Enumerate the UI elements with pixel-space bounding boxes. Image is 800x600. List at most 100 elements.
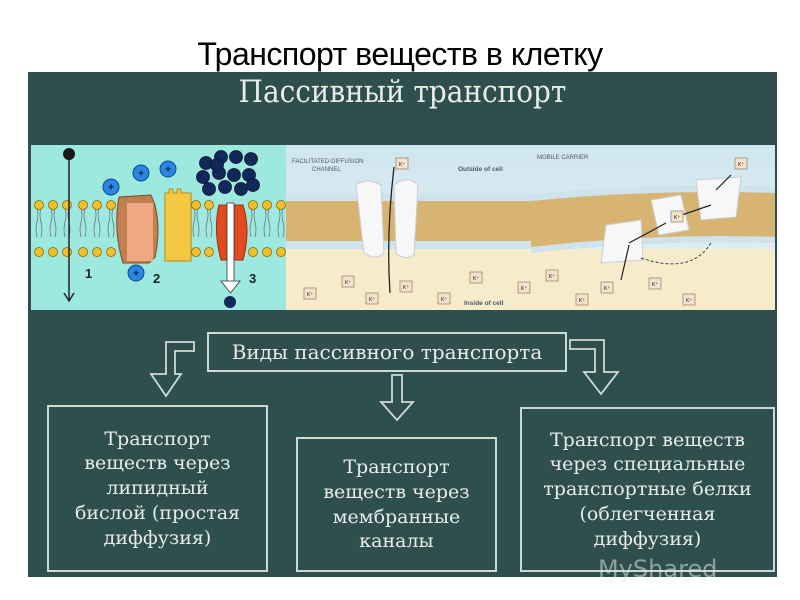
potassium-ion xyxy=(399,280,413,293)
lipid-head xyxy=(204,200,214,210)
mobile-carrier-illustration: MOBILE CARRIER K⁺ K⁺ K⁺ K⁺ K⁺ K⁺ K⁺ xyxy=(531,145,775,310)
svg-text:K⁺: K⁺ xyxy=(369,296,376,303)
carrier-protein-front xyxy=(127,203,153,261)
lipid-head xyxy=(106,200,116,210)
membrane-illustrations-svg: + + + + 1 2 3 xyxy=(31,145,775,310)
molecule xyxy=(244,152,258,166)
svg-text:K⁺: K⁺ xyxy=(579,297,586,304)
label-1: 1 xyxy=(85,266,92,281)
svg-text:K⁺: K⁺ xyxy=(674,214,681,221)
molecule-dot xyxy=(224,296,236,308)
potassium-ion xyxy=(469,271,483,284)
svg-text:K⁺: K⁺ xyxy=(686,297,693,304)
potassium-ion xyxy=(670,210,684,223)
molecule-cluster xyxy=(196,150,260,196)
simple-diffusion-box: Транспорт веществ через липидный бислой … xyxy=(47,405,268,572)
ion-sign: + xyxy=(133,269,139,280)
lipid-head xyxy=(48,247,58,257)
branch-label-facilitated: Транспорт веществ через специальные тран… xyxy=(543,428,752,550)
svg-text:K⁺: K⁺ xyxy=(652,281,659,288)
branch-label-simple-diffusion: Транспорт веществ через липидный бислой … xyxy=(74,427,241,549)
lipid-head xyxy=(34,200,44,210)
lipid-head xyxy=(262,200,272,210)
molecule xyxy=(227,168,241,182)
branch-label-channels: Транспорт веществ через мембранные канал… xyxy=(323,456,470,553)
arrow-right-icon xyxy=(569,339,620,396)
potassium-ion xyxy=(437,292,451,305)
molecule xyxy=(246,178,260,192)
channel-caption: FACILITATED-DIFFUSION xyxy=(292,159,363,165)
watermark: MyShared xyxy=(598,555,718,583)
carrier-caption: MOBILE CARRIER xyxy=(537,155,589,161)
membrane-channels-box: Транспорт веществ через мембранные канал… xyxy=(296,437,497,572)
potassium-ion xyxy=(682,293,696,306)
lipid-head xyxy=(204,247,214,257)
lipid-head xyxy=(92,200,102,210)
svg-text:K⁺: K⁺ xyxy=(441,296,448,303)
molecule xyxy=(202,182,216,196)
lipid-head xyxy=(276,200,286,210)
lipid-head xyxy=(248,200,258,210)
positive-ion xyxy=(159,160,177,178)
potassium-ion xyxy=(341,275,355,288)
membrane-illustrations: + + + + 1 2 3 xyxy=(31,145,775,310)
lipid-bilayer xyxy=(34,200,286,257)
slide-title: Транспорт веществ в клетку xyxy=(197,36,603,72)
molecule xyxy=(218,180,232,194)
svg-text:K⁺: K⁺ xyxy=(399,161,406,168)
ion-sign: + xyxy=(165,165,171,176)
label-3: 3 xyxy=(249,271,256,286)
molecule xyxy=(210,158,224,172)
content-panel: Пассивный транспорт xyxy=(28,72,777,577)
panel-heading: Пассивный транспорт xyxy=(238,74,567,110)
potassium-ion xyxy=(545,269,559,282)
lipid-head xyxy=(106,247,116,257)
svg-text:K⁺: K⁺ xyxy=(521,285,528,292)
svg-text:K⁺: K⁺ xyxy=(549,273,556,280)
simple-diffusion-illustration: + + + + 1 2 3 xyxy=(31,145,286,310)
ion-group: + + + + xyxy=(102,160,177,282)
lipid-head xyxy=(92,247,102,257)
flow-arrows xyxy=(149,339,620,422)
lipid-head xyxy=(78,200,88,210)
lipid-head xyxy=(262,247,272,257)
svg-text:K⁺: K⁺ xyxy=(604,285,611,292)
arrow-middle-icon xyxy=(378,374,416,422)
svg-text:K⁺: K⁺ xyxy=(473,275,480,282)
passive-transport-types-box: Виды пассивного транспорта xyxy=(207,332,567,372)
svg-text:K⁺: K⁺ xyxy=(345,279,352,286)
positive-ion xyxy=(132,164,150,182)
potassium-ion xyxy=(648,277,662,290)
molecule xyxy=(196,170,210,184)
molecule-dot xyxy=(63,148,75,160)
ion-sign: + xyxy=(138,169,144,180)
lipid-head xyxy=(78,247,88,257)
lipid-head xyxy=(48,200,58,210)
svg-text:K⁺: K⁺ xyxy=(307,291,314,298)
potassium-ion xyxy=(600,281,614,294)
facilitated-channel-illustration: FACILITATED-DIFFUSION CHANNEL Outside of… xyxy=(286,145,531,310)
potassium-ion xyxy=(734,157,748,170)
potassium-ion xyxy=(303,287,317,300)
positive-ion xyxy=(127,264,145,282)
potassium-ion xyxy=(517,281,531,294)
inside-label: Inside of cell xyxy=(464,300,504,307)
arrow-left-icon xyxy=(149,341,195,398)
positive-ion xyxy=(102,178,120,196)
outside-label: Outside of cell xyxy=(458,166,503,173)
ion-sign: + xyxy=(108,183,114,194)
lipid-head xyxy=(34,247,44,257)
channel-caption-2: CHANNEL xyxy=(312,167,341,173)
yellow-protein xyxy=(164,188,192,262)
potassium-ion xyxy=(365,292,379,305)
potassium-ion xyxy=(575,293,589,306)
molecule xyxy=(229,150,243,164)
facilitated-diffusion-box: Транспорт веществ через специальные тран… xyxy=(520,407,775,572)
label-2: 2 xyxy=(153,271,160,286)
root-label: Виды пассивного транспорта xyxy=(231,340,543,364)
svg-text:K⁺: K⁺ xyxy=(403,284,410,291)
potassium-ion xyxy=(395,157,409,170)
lipid-head xyxy=(248,247,258,257)
lipid-head xyxy=(276,247,286,257)
svg-text:K⁺: K⁺ xyxy=(738,161,745,168)
